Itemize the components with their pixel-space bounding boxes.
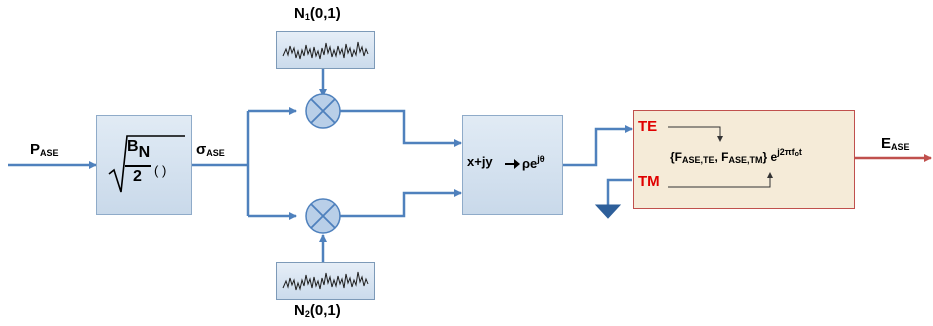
polar-lhs: x+jy [467, 154, 493, 169]
noise2-label: N2(0,1) [294, 302, 341, 319]
tm-ground-wire [606, 178, 632, 205]
noise2-block [276, 262, 375, 300]
te-port-label: TE [638, 118, 658, 135]
ground-icon [594, 204, 622, 219]
noise-waveform-icon [282, 271, 369, 291]
sigma-label: σASE [196, 141, 225, 158]
tm-port-label: TM [638, 173, 660, 190]
output-label: EASE [881, 135, 910, 152]
sqrt-radical-icon [108, 135, 185, 193]
filter-expression: {FASE,TE, FASE,TM} ej2πfot [670, 147, 802, 165]
noise-waveform-icon [282, 41, 369, 60]
te-signal-line [668, 126, 723, 142]
lower-mixer-to-polar-wire [340, 189, 462, 218]
upper-mixer-to-polar-wire [340, 109, 462, 147]
sqrt-paren: ( ) [154, 163, 167, 178]
right-arrow-icon [505, 159, 520, 169]
polar-rhs: ρejθ [522, 154, 545, 171]
sqrt-denominator: 2 [133, 168, 142, 185]
tm-signal-line [668, 172, 773, 188]
sqrt-block: BN 2 ( ) [96, 115, 192, 215]
input-label: PASE [30, 141, 59, 158]
noise1-label: N1(0,1) [294, 5, 341, 22]
polar-conversion-block: x+jy ρejθ [462, 115, 563, 215]
polar-to-filter-wire [563, 125, 633, 167]
mixer-1-icon [305, 93, 341, 129]
noise1-block [276, 31, 375, 69]
mixer-2-icon [305, 198, 341, 234]
fraction-bar [125, 165, 151, 167]
filter-block: TE TM {FASE,TE, FASE,TM} ej2πfot [633, 110, 855, 209]
sqrt-numerator: BN [127, 138, 151, 161]
